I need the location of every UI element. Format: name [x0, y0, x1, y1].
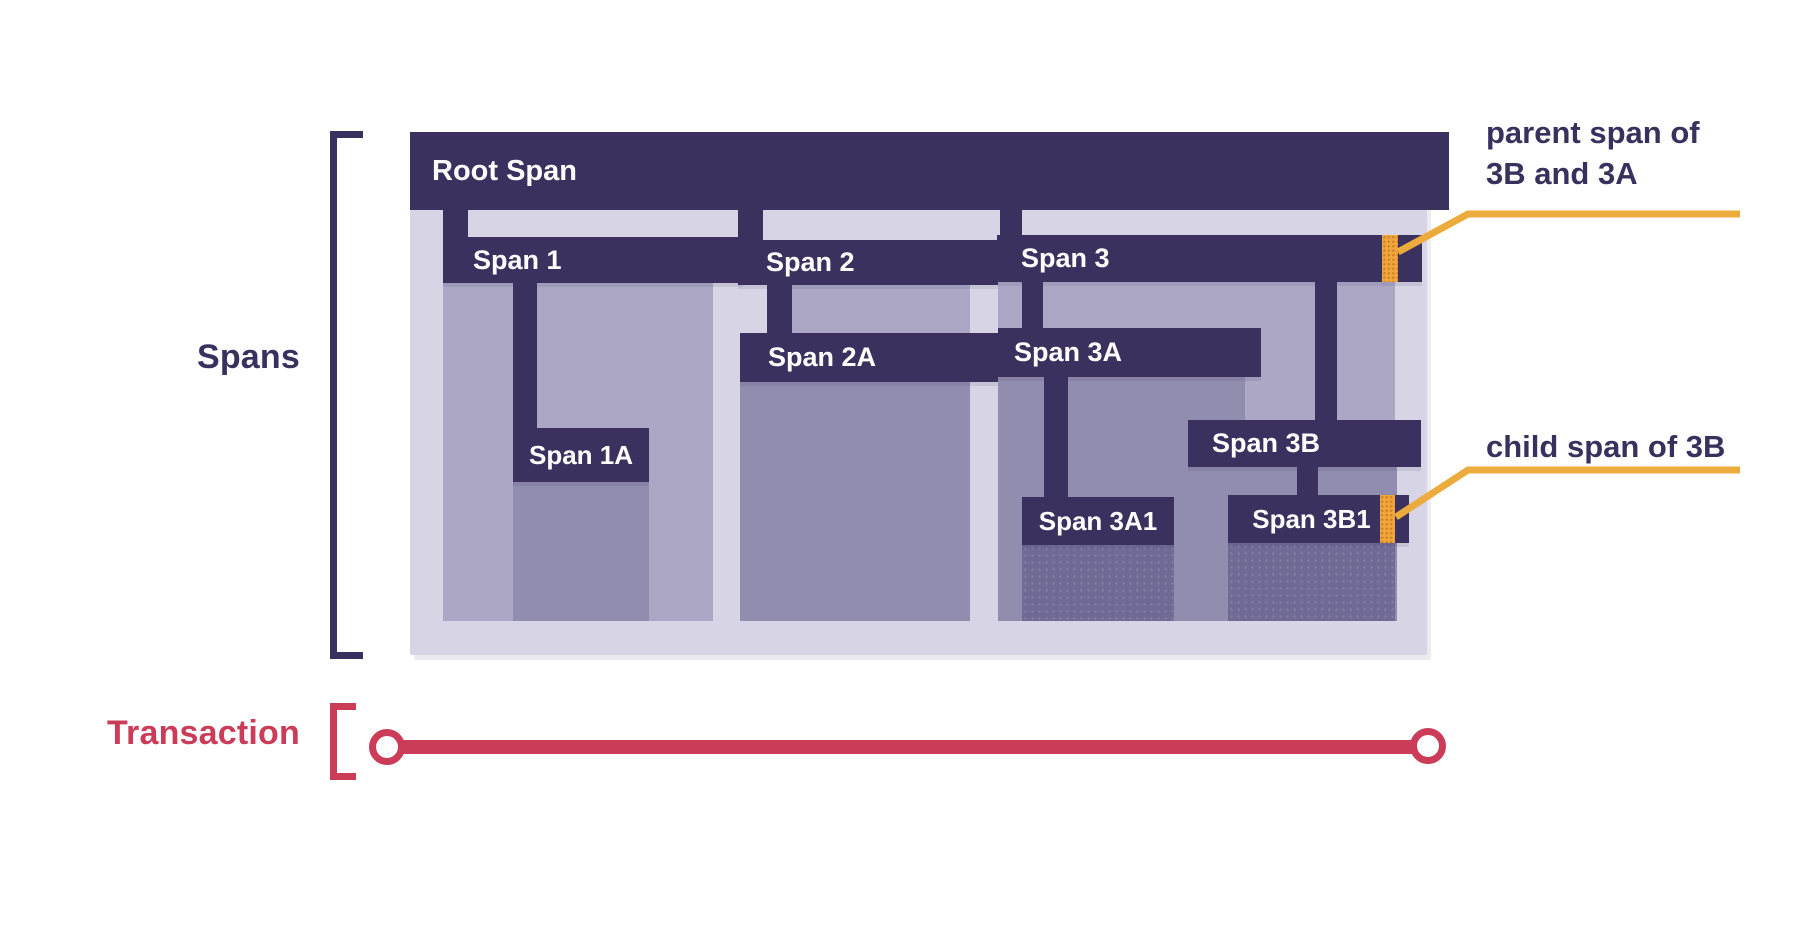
span1-bar: Span 1: [443, 237, 743, 283]
transaction-bracket-vertical: [330, 703, 337, 780]
transaction-timeline: [395, 740, 1420, 754]
span3b-label: Span 3B: [1212, 428, 1321, 458]
parent-annotation-leader: [1396, 210, 1740, 256]
span3-parent-marker: [1382, 235, 1398, 282]
parent-annotation-line2: 3B and 3A: [1486, 156, 1638, 191]
span2a-bar: Span 2A: [740, 333, 998, 382]
span3a1-duration-fill: [1022, 545, 1174, 621]
span1a-duration-fill: [513, 482, 649, 621]
span3a1-bar: Span 3A1: [1022, 497, 1174, 545]
span3b1-child-marker: [1380, 495, 1395, 543]
spans-bracket-bottom-tip: [330, 652, 363, 659]
transaction-start-dot: [369, 729, 405, 765]
span2-label: Span 2: [766, 247, 855, 277]
span3a-bar: Span 3A: [998, 328, 1261, 377]
span1a-label: Span 1A: [528, 439, 634, 470]
span3-label: Span 3: [1021, 243, 1110, 273]
span2a-duration-fill: [740, 382, 970, 621]
root-span-label: Root Span: [432, 154, 577, 187]
span3b-bar: Span 3B: [1188, 420, 1421, 467]
span3b1-duration-fill: [1228, 543, 1395, 621]
span3b1-bar: Span 3B1: [1228, 495, 1409, 543]
transaction-end-dot: [1410, 728, 1446, 764]
spans-bracket-top-tip: [330, 131, 363, 138]
span2-bar: Span 2: [738, 240, 998, 285]
transaction-bracket-top-tip: [330, 703, 356, 710]
transaction-label: Transaction: [106, 714, 300, 752]
span1-label: Span 1: [473, 244, 562, 275]
stem-span3a-to-span3a1: [1044, 375, 1068, 500]
spans-bracket-vertical: [330, 131, 337, 659]
stem-root-to-span3: [1000, 208, 1022, 238]
span1a-bar: Span 1A: [513, 428, 649, 482]
child-span-annotation: child span of 3B: [1486, 429, 1726, 464]
stem-span3b-to-span3b1: [1297, 465, 1318, 498]
parent-span-annotation: parent span of 3B and 3A: [1486, 112, 1700, 194]
child-annotation-leader: [1394, 466, 1740, 520]
stem-span2-to-span2a: [767, 283, 792, 336]
stem-span3-to-span3a: [1022, 280, 1043, 331]
stem-span3-to-span3b: [1315, 280, 1337, 423]
span3b1-label: Span 3B1: [1252, 503, 1371, 534]
spans-label: Spans: [196, 338, 300, 376]
span3a1-label: Span 3A1: [1038, 505, 1158, 536]
stem-span1-to-span1a: [513, 281, 537, 431]
parent-annotation-line1: parent span of: [1486, 115, 1700, 150]
span3-bar: Span 3: [997, 235, 1422, 282]
root-span-bar: Root Span: [410, 132, 1449, 210]
stem-root-to-span1: [443, 208, 468, 240]
span2a-label: Span 2A: [768, 342, 877, 372]
transaction-bracket-bottom-tip: [330, 773, 356, 780]
span3a-label: Span 3A: [1014, 337, 1123, 367]
